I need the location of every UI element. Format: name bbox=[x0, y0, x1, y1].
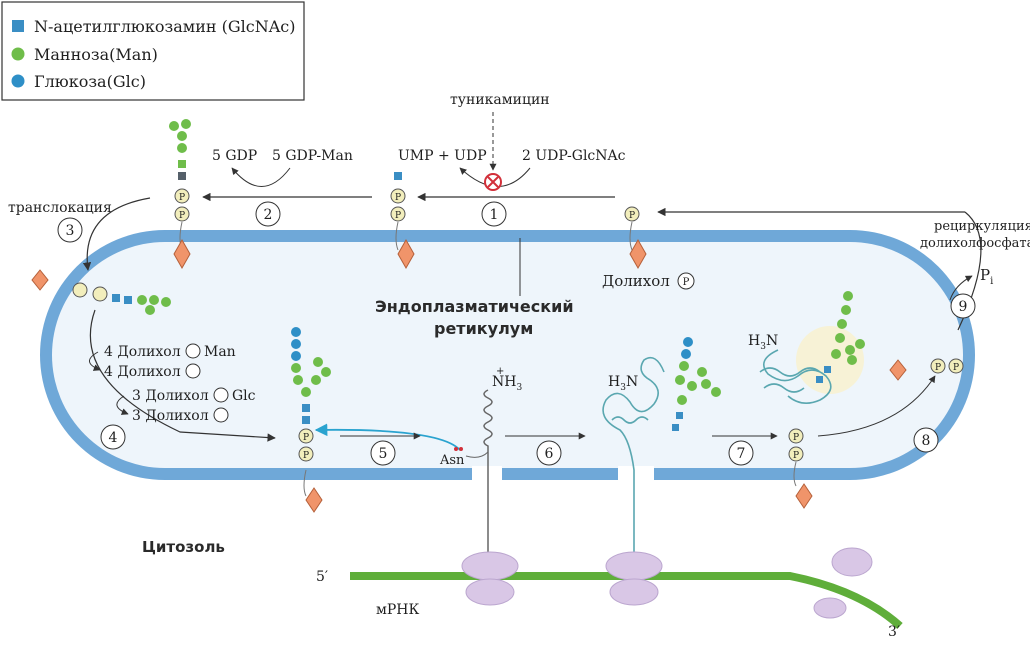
h3n-text: H bbox=[748, 333, 760, 349]
cytosol-label: Цитозоль bbox=[142, 538, 225, 556]
nascent-peptide: Asn NH3 + bbox=[439, 366, 522, 560]
dolichol-anchor-right: P bbox=[624, 206, 647, 270]
folding-glycoprotein: H3N bbox=[602, 337, 721, 560]
glucose-circle-icon bbox=[11, 74, 25, 88]
h3n-label: H3N bbox=[608, 374, 638, 393]
p-label: P bbox=[793, 451, 799, 461]
p-label: P bbox=[935, 363, 941, 373]
legend-glucose-label: Глюкоза(Glc) bbox=[34, 72, 146, 91]
recycling-label-line1: рециркуляция bbox=[934, 219, 1030, 234]
step-5-number: 5 bbox=[379, 446, 388, 462]
p-label: P bbox=[395, 193, 401, 203]
step4-glc-suffix: Glc bbox=[232, 388, 256, 404]
dolichol-p-label: Долихол bbox=[602, 272, 670, 290]
step4-man-suffix: Man bbox=[204, 344, 236, 360]
glcnac-square-icon bbox=[12, 20, 24, 32]
er-membrane bbox=[40, 230, 975, 482]
nh3-text: NH bbox=[492, 374, 516, 390]
five-prime-label: 5′ bbox=[316, 569, 328, 585]
recycling-label-line2: долихолфосфата bbox=[920, 236, 1030, 251]
p-label: P bbox=[179, 211, 185, 221]
step4-dolichol-p2: 3 Долихол bbox=[132, 408, 209, 424]
gdp-man-label: 5 GDP-Man bbox=[272, 148, 353, 164]
step-3-number: 3 bbox=[66, 223, 75, 239]
step2-curve-arrow bbox=[231, 167, 291, 187]
translocated-precursor bbox=[31, 269, 171, 315]
p-label: P bbox=[683, 277, 690, 288]
released-dolichol-pp: P P bbox=[788, 428, 813, 509]
dolichol-pp-membrane: P P bbox=[889, 358, 964, 381]
step-9-number: 9 bbox=[959, 299, 968, 315]
h3n-label: H3N bbox=[748, 333, 778, 352]
three-prime-label: 3′ bbox=[888, 624, 900, 640]
step-circles: 1 2 3 4 5 6 7 8 9 bbox=[57, 201, 976, 466]
translocation-label: транслокация bbox=[8, 200, 112, 216]
ump-udp-label: UMP + UDP bbox=[398, 148, 487, 164]
mrna-label: мРНК bbox=[376, 602, 420, 618]
p-label: P bbox=[629, 211, 635, 221]
step-8-number: 8 bbox=[922, 433, 931, 449]
udp-glcnac-label: 2 UDP-GlcNAc bbox=[522, 148, 626, 164]
mrna-strand bbox=[350, 572, 903, 629]
dolichol-anchor-middle: P P bbox=[390, 172, 415, 270]
h3n-text: H bbox=[608, 374, 620, 390]
nh3-label: NH3 bbox=[492, 374, 522, 393]
p-label: P bbox=[179, 193, 185, 203]
p-label: P bbox=[395, 211, 401, 221]
ribosome-2 bbox=[605, 551, 663, 606]
pi-release-arrow bbox=[949, 275, 973, 301]
step8-arrow bbox=[817, 375, 936, 437]
mannose-circle-icon bbox=[11, 47, 25, 61]
legend-mannose-label: Манноза(Man) bbox=[34, 45, 158, 64]
step4-dolichol-man: 4 Долихол bbox=[104, 344, 181, 360]
folded-glycoprotein: H3N bbox=[748, 291, 865, 404]
step-4-number: 4 bbox=[109, 430, 118, 446]
step-6-number: 6 bbox=[545, 446, 554, 462]
er-label-line1: Эндоплазматический bbox=[375, 297, 574, 316]
pi-label: Pi bbox=[980, 266, 993, 287]
translocation-arrow bbox=[82, 197, 151, 271]
step-2-number: 2 bbox=[264, 207, 273, 223]
pi-subscript: i bbox=[990, 276, 993, 287]
ribosome-1 bbox=[461, 551, 519, 606]
step4-dolichol-glc: 3 Долихол bbox=[132, 388, 209, 404]
p-label: P bbox=[303, 433, 309, 443]
step-1-number: 1 bbox=[490, 207, 499, 223]
p-label: P bbox=[793, 433, 799, 443]
legend: N-ацетилглюкозамин (GlcNAc) Манноза(Man)… bbox=[1, 1, 305, 101]
step4-reactions: 4 Долихол Man 4 Долихол 3 Долихол Glc 3 … bbox=[89, 309, 276, 442]
dolichol-anchor-left: P P bbox=[169, 119, 191, 270]
inhibition-icon bbox=[484, 173, 502, 191]
gdp-label: 5 GDP bbox=[212, 148, 257, 164]
ribosome-subunits-free bbox=[813, 547, 873, 619]
lipid-linked-oligosaccharide: P P bbox=[291, 327, 331, 513]
step-7-number: 7 bbox=[737, 446, 746, 462]
p-label: P bbox=[953, 363, 959, 373]
p-label: P bbox=[303, 451, 309, 461]
tunicamycin-label: туникамицин bbox=[450, 92, 550, 108]
pi-text: P bbox=[980, 266, 990, 284]
step4-dolichol-p: 4 Долихол bbox=[104, 364, 181, 380]
asn-label: Asn bbox=[439, 453, 465, 468]
charge-plus: + bbox=[496, 366, 504, 377]
er-label-line2: ретикулум bbox=[434, 319, 533, 338]
legend-glcnac-label: N-ацетилглюкозамин (GlcNAc) bbox=[34, 17, 295, 36]
